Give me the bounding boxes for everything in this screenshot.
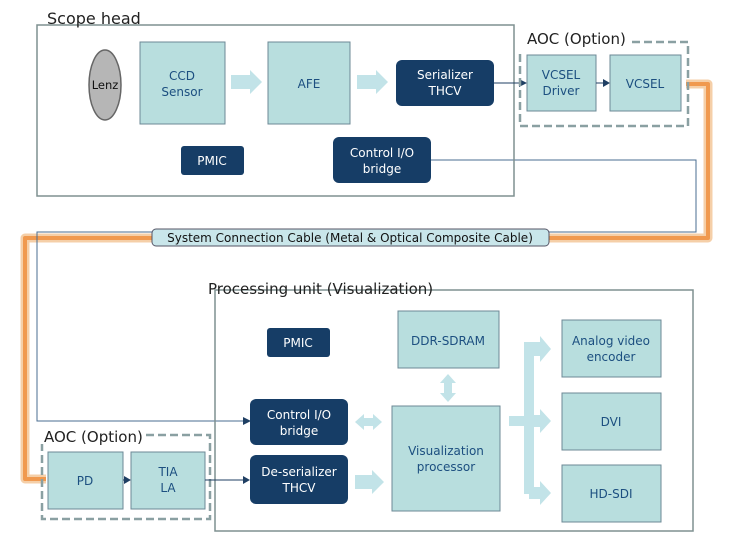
analog-video-encoder-label-2: encoder xyxy=(587,350,636,364)
processing-pmic-label: PMIC xyxy=(283,336,313,350)
ccd-sensor-label-2: Sensor xyxy=(161,85,202,99)
aoc-tx-title: AOC (Option) xyxy=(527,30,626,48)
scope-head-title: Scope head xyxy=(47,9,141,28)
scope-head-group xyxy=(36,24,515,197)
analog-video-encoder-label-1: Analog video xyxy=(572,334,650,348)
hd-sdi-label: HD-SDI xyxy=(590,487,633,501)
ccd-sensor-label-1: CCD xyxy=(169,69,195,83)
serializer-label-2: THCV xyxy=(428,84,463,98)
scope-pmic-block xyxy=(181,146,244,175)
visualization-processor-block xyxy=(391,405,501,512)
arrow-ddr-viz xyxy=(440,374,456,402)
scope-control-io-label-2: bridge xyxy=(363,162,402,176)
arrowhead-tia xyxy=(243,476,250,484)
hd-sdi-block xyxy=(561,464,662,523)
vcsel-driver-label-2: Driver xyxy=(543,84,580,98)
tia-la-label-2: LA xyxy=(160,481,176,495)
ddr-sdram-label: DDR-SDRAM xyxy=(411,334,485,348)
lenz xyxy=(88,49,122,121)
processing-unit-title: Processing unit (Visualization) xyxy=(208,280,433,298)
processing-unit-group xyxy=(214,289,694,532)
cable-label-box xyxy=(151,228,550,247)
aoc-rx-title: AOC (Option) xyxy=(44,428,143,446)
afe-label: AFE xyxy=(298,77,321,91)
arrow-ccd-to-afe xyxy=(231,70,262,94)
vcsel-driver-block xyxy=(526,54,597,112)
scope-control-io-block xyxy=(333,137,431,183)
processing-control-io-label-2: bridge xyxy=(280,424,319,438)
arrow-afe-to-serializer xyxy=(357,70,388,94)
visualization-processor-label-2: processor xyxy=(417,460,475,474)
scope-control-io-label-1: Control I/O xyxy=(350,146,414,160)
tia-la-label-1: TIA xyxy=(157,465,178,479)
arrowhead-pd xyxy=(124,476,131,484)
tia-la-block xyxy=(130,451,206,510)
analog-video-encoder-block xyxy=(561,319,662,378)
scope-pmic-label: PMIC xyxy=(197,154,227,168)
afe-block xyxy=(267,41,351,125)
visualization-processor-label-1: Visualization xyxy=(408,444,484,458)
vcsel-block xyxy=(609,54,682,112)
deserializer-label-2: THCV xyxy=(282,481,317,495)
aoc-tx-group xyxy=(518,40,690,128)
ccd-sensor-block xyxy=(139,41,226,125)
deserializer-label-1: De-serializer xyxy=(261,465,337,479)
arrowhead-driver xyxy=(603,79,610,87)
lenz-label: Lenz xyxy=(92,78,119,92)
ddr-sdram-block xyxy=(397,310,500,369)
deserializer-block xyxy=(250,455,348,504)
processing-pmic-block xyxy=(267,328,330,357)
dvi-block xyxy=(561,392,662,451)
serializer-label-1: Serializer xyxy=(417,68,473,82)
arrow-deserializer-to-viz xyxy=(355,470,384,494)
serializer-block xyxy=(396,60,494,106)
arrow-control-viz xyxy=(355,414,382,430)
control-wire-arrowhead xyxy=(243,417,251,425)
dvi-label: DVI xyxy=(601,415,622,429)
processing-control-io-block xyxy=(250,399,348,445)
output-branch-arrows xyxy=(509,336,551,505)
vcsel-label: VCSEL xyxy=(626,77,665,91)
pd-label: PD xyxy=(77,474,93,488)
processing-control-io-label-1: Control I/O xyxy=(267,408,331,422)
cable-label: System Connection Cable (Metal & Optical… xyxy=(167,231,533,245)
vcsel-driver-label-1: VCSEL xyxy=(542,68,581,82)
pd-block xyxy=(47,451,124,510)
aoc-rx-group xyxy=(40,433,212,521)
